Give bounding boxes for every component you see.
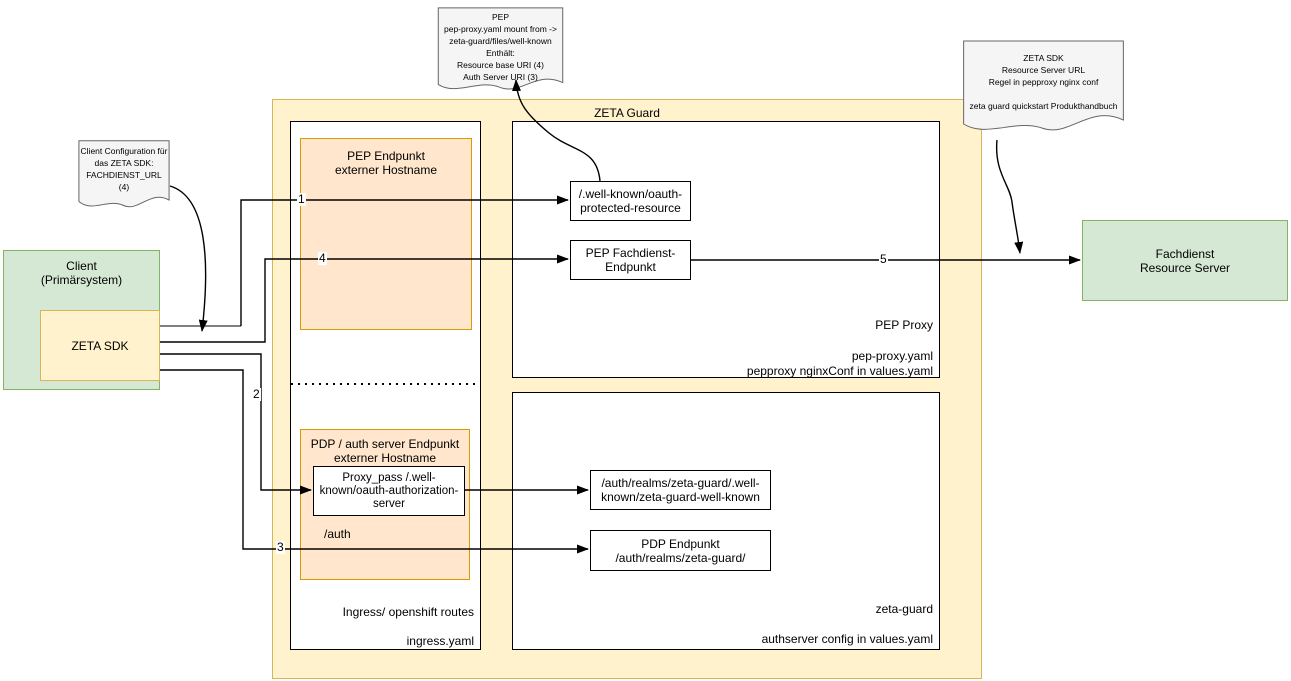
auth-well-known-node: /auth/realms/zeta-guard/.well- known/zet… <box>590 470 771 510</box>
fachdienst-node: Fachdienst Resource Server <box>1082 220 1288 301</box>
note-pep: PEP pep-proxy.yaml mount from -> zeta-gu… <box>437 7 564 97</box>
pep-fachdienst-endpoint-node: PEP Fachdienst- Endpunkt <box>570 240 691 280</box>
pdp-endpoint-label: PDP / auth server Endpunkt externer Host… <box>310 437 460 465</box>
zeta-guard-container-label: ZETA Guard <box>594 106 660 120</box>
edge-label-1: 1 <box>297 192 306 206</box>
oauth-protected-resource-node: /.well-known/oauth- protected-resource <box>570 181 691 221</box>
note-zeta-sdk: ZETA SDK Resource Server URL Regel in pe… <box>962 40 1125 140</box>
edge-label-2: 2 <box>252 387 261 401</box>
note-client-config-text: Client Configuration für das ZETA SDK: F… <box>80 146 168 192</box>
annotation-arrow-client-config <box>169 185 208 332</box>
edge-label-3: 3 <box>276 540 285 554</box>
pep-endpoint-label: PEP Endpunkt externer Hostname <box>334 149 438 177</box>
note-client-config: Client Configuration für das ZETA SDK: F… <box>78 140 170 215</box>
document-shape <box>962 40 1125 140</box>
document-shape <box>437 7 564 97</box>
note-zeta-sdk-text: ZETA SDK Resource Server URL Regel in pe… <box>969 53 1118 111</box>
edge-label-4: 4 <box>318 251 327 265</box>
ingress-caption: Ingress/ openshift routes <box>342 605 474 619</box>
auth-server-caption: zeta-guard <box>875 602 933 616</box>
client-label: Client (Primärsystem) <box>40 259 123 287</box>
pep-proxy-file2-label: pepproxy nginxConf in values.yaml <box>746 364 933 378</box>
pep-proxy-file1-label: pep-proxy.yaml <box>851 349 933 363</box>
pep-endpoint-node: PEP Endpunkt externer Hostname <box>300 138 472 330</box>
auth-path-label: /auth <box>324 527 351 541</box>
pdp-realm-node: PDP Endpunkt /auth/realms/zeta-guard/ <box>590 530 771 571</box>
auth-server-file-label: authserver config in values.yaml <box>761 632 933 646</box>
zeta-sdk-node: ZETA SDK <box>40 310 160 381</box>
note-pep-text: PEP pep-proxy.yaml mount from -> zeta-gu… <box>444 12 557 82</box>
edge-label-5: 5 <box>879 252 888 266</box>
auth-server-box: zeta-guard authserver config in values.y… <box>512 392 940 650</box>
proxy-pass-node: Proxy_pass /.well- known/oauth-authoriza… <box>313 466 465 516</box>
pep-proxy-caption: PEP Proxy <box>875 318 933 332</box>
annotation-arrow-zeta-sdk-note <box>995 139 1024 254</box>
ingress-file-label: ingress.yaml <box>406 634 474 648</box>
document-shape <box>78 140 170 215</box>
